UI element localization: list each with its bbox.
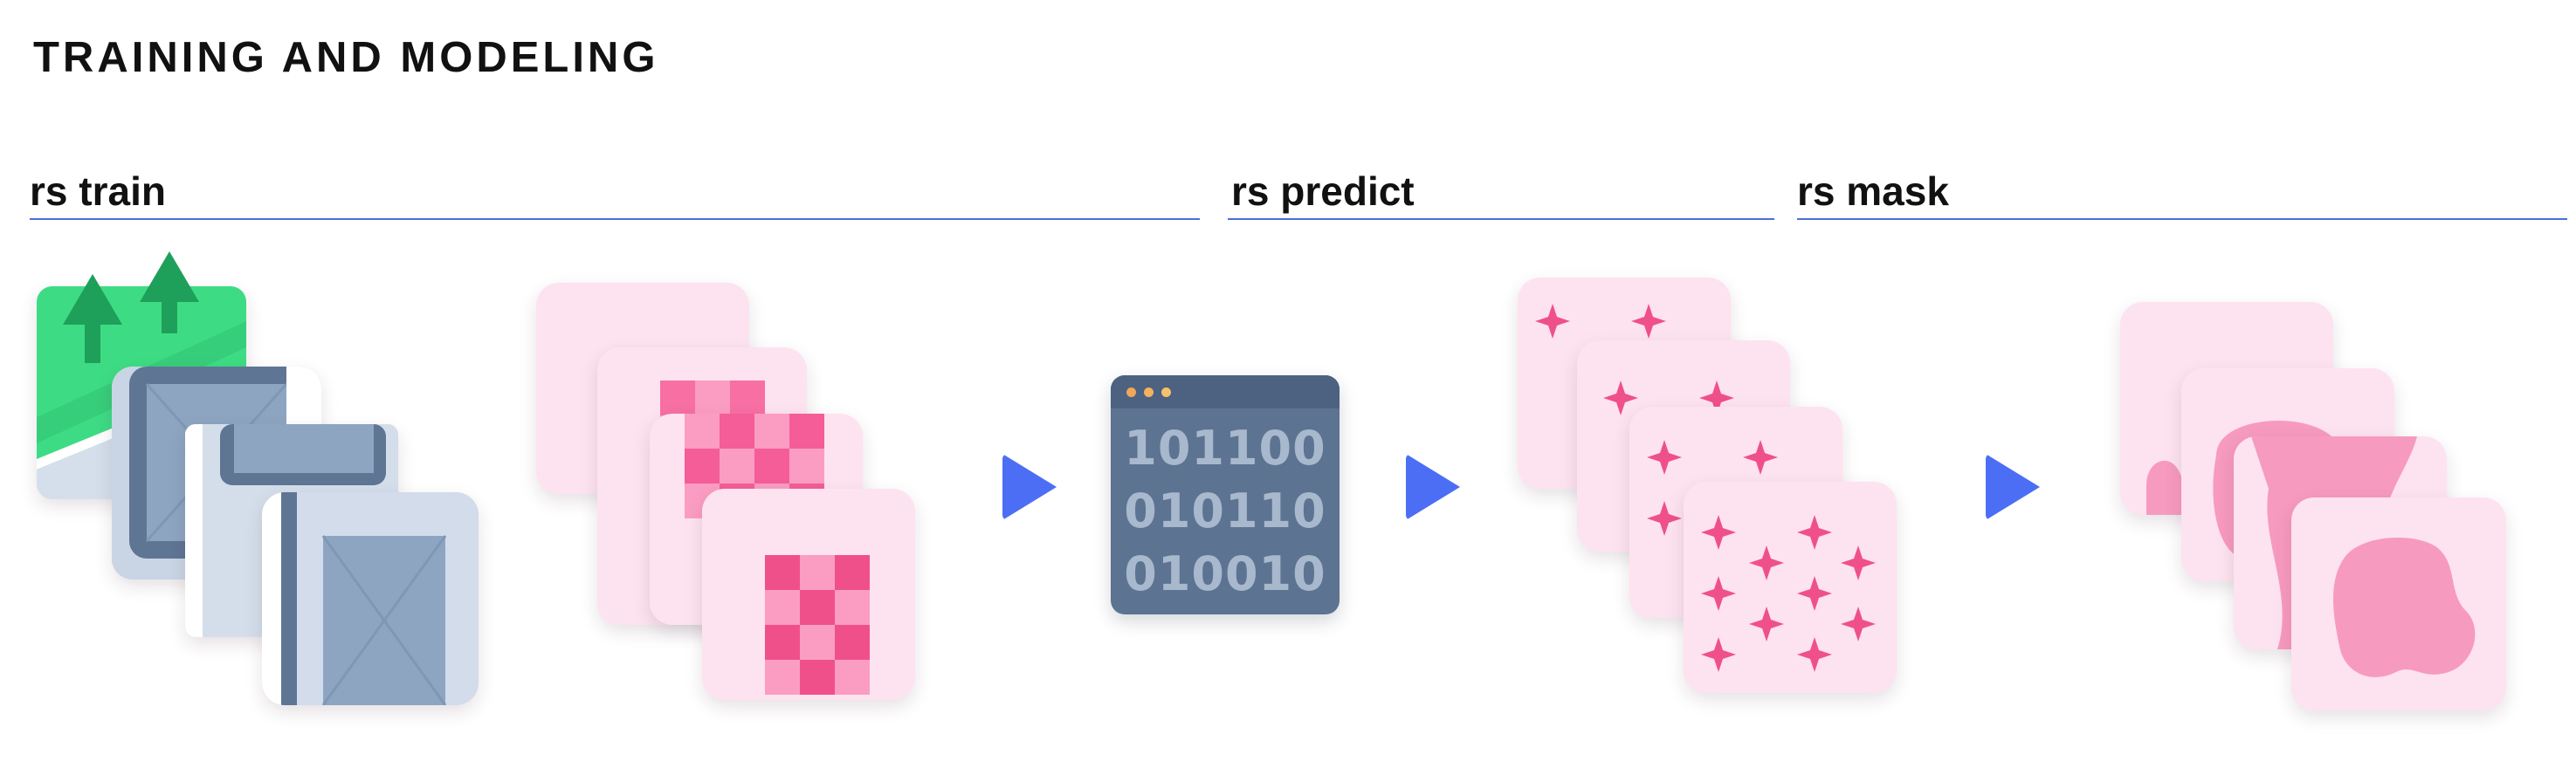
model-titlebar [1111, 375, 1340, 408]
label-tile-4 [702, 489, 915, 700]
model-window: 101100 010110 010010 [1111, 375, 1340, 614]
section-rule-rs-mask [1797, 218, 2567, 220]
binary-line: 010010 [1124, 546, 1326, 601]
model-binary-code: 101100 010110 010010 [1111, 417, 1340, 606]
mask-tile-4 [2291, 497, 2506, 710]
prediction-tile-4 [1684, 482, 1897, 693]
arrow-icon-train-to-model [1002, 454, 1057, 520]
binary-line: 010110 [1124, 484, 1326, 538]
diagram-title: TRAINING AND MODELING [33, 34, 659, 81]
section-label-rs-mask: rs mask [1797, 168, 1949, 214]
section-rule-rs-train [30, 218, 1200, 220]
arrow-icon-model-to-predict [1406, 454, 1460, 520]
arrow-icon-predict-to-mask [1986, 454, 2040, 520]
window-dot-icon [1161, 388, 1171, 397]
imagery-tile-roof-3 [262, 492, 479, 705]
window-dot-icon [1126, 388, 1136, 397]
binary-line: 101100 [1124, 421, 1326, 476]
window-dot-icon [1144, 388, 1154, 397]
section-label-rs-train: rs train [30, 168, 166, 214]
tree-icons [63, 251, 199, 363]
section-label-rs-predict: rs predict [1231, 168, 1415, 214]
section-rule-rs-predict [1228, 218, 1774, 220]
